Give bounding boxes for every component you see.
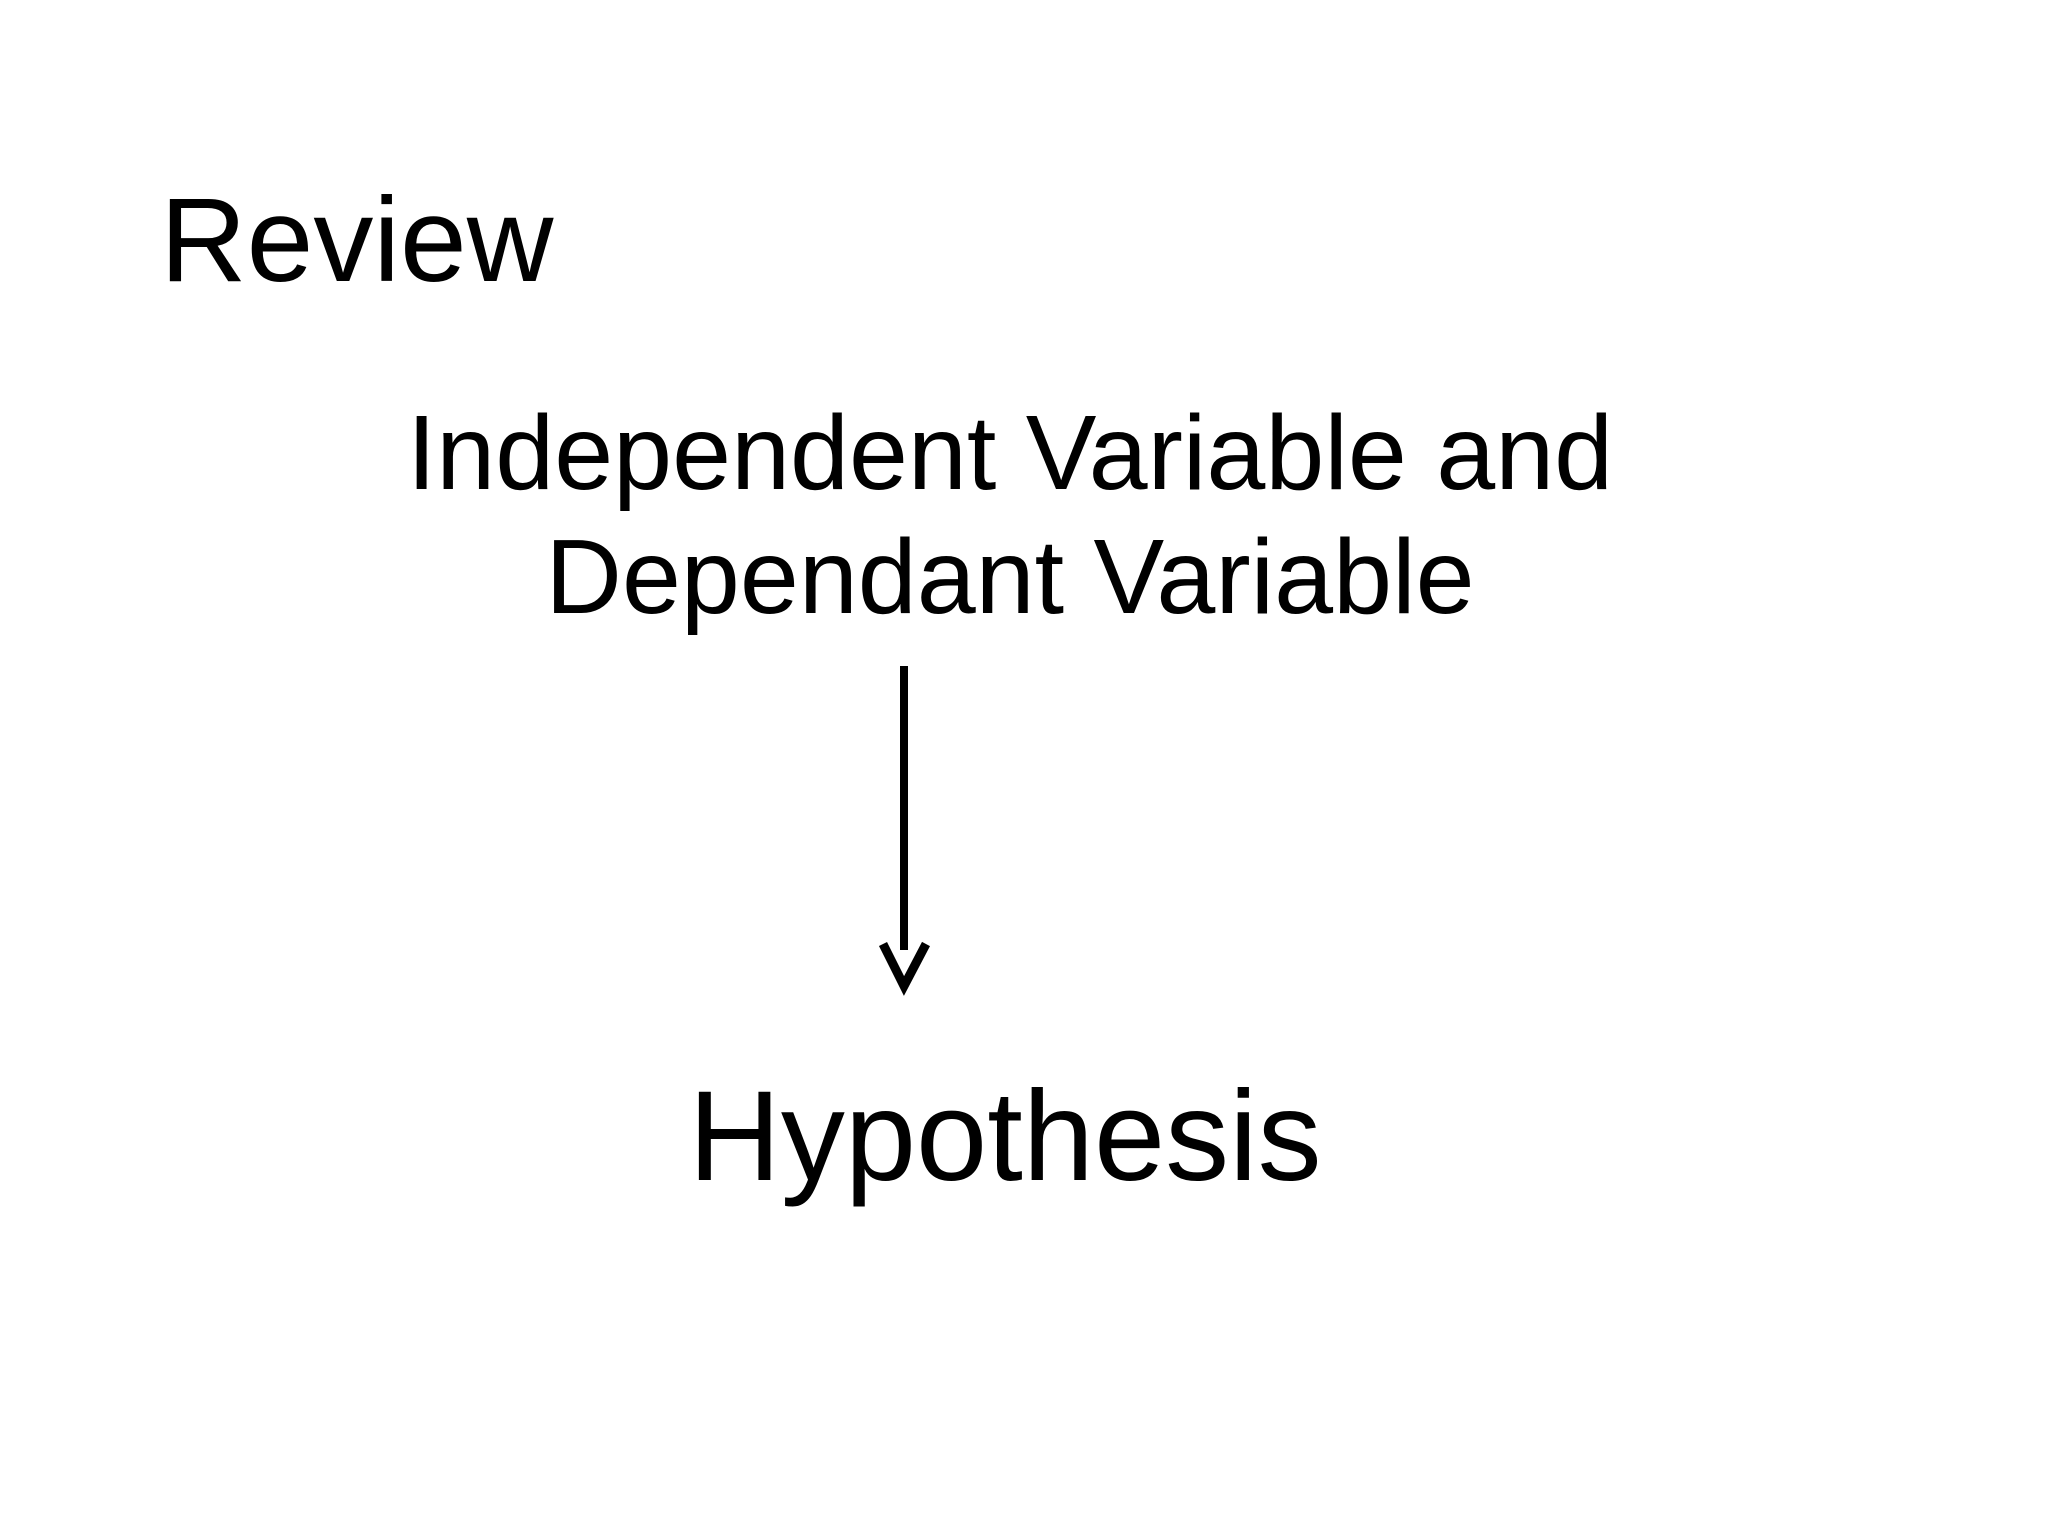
source-concept-line1: Independent Variable and: [406, 394, 1614, 512]
page-title: Review: [160, 173, 554, 307]
source-concept-line2: Dependant Variable: [545, 518, 1475, 636]
target-concept-label: Hypothesis: [688, 1065, 1322, 1208]
source-concept: Independent Variable and Dependant Varia…: [310, 391, 1710, 639]
